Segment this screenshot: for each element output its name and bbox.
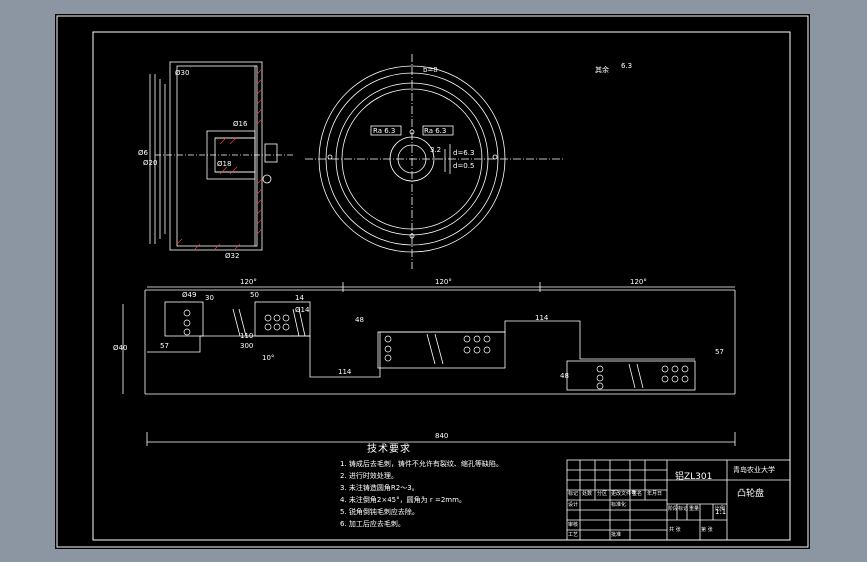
layout-dim-4: 14 [295, 294, 304, 302]
section-dim-1: Ø6 [138, 149, 148, 157]
section-dim-2: Ø20 [143, 159, 158, 167]
layout-dim-10: 114 [338, 368, 352, 376]
layout-view [122, 282, 736, 446]
top-dim-3: d=6.3 [453, 149, 475, 157]
layout-dim-9: Ø40 [113, 344, 128, 352]
angle-2: 120° [435, 278, 452, 286]
requirement-6: 6. 加工后应去毛刺。 [340, 520, 405, 528]
inner-frame [92, 31, 791, 541]
requirement-4: 4. 未注倒角2×45°，圆角为 r =2mm。 [340, 496, 466, 504]
section-dim-3: Ø16 [233, 120, 248, 128]
top-dim-4: d=0.5 [453, 162, 475, 170]
tb-row1-c1: 标记 [568, 491, 579, 497]
layout-holes [183, 309, 689, 390]
tb-row1-c2: 处数 [582, 491, 593, 497]
scale-value: 1:1 [715, 508, 727, 516]
layout-dim-13: 48 [560, 372, 569, 380]
material-label: 铝ZL301 [675, 472, 713, 482]
tb-row4-c1: 工艺 [568, 532, 579, 538]
top-dim-1: b=8 [423, 66, 438, 74]
tb-row1-c6: 年月日 [647, 491, 663, 497]
requirement-3: 3. 未注铸造圆角R2～3。 [340, 484, 419, 492]
layout-dim-6: 110 [240, 332, 254, 340]
section-dim-6: Ø30 [175, 69, 190, 77]
section-dim-4: Ø18 [217, 160, 232, 168]
layout-dim-14: 57 [715, 348, 724, 356]
requirement-5: 5. 锐角倒钝毛刺应去除。 [340, 508, 419, 516]
top-view [305, 54, 565, 269]
surface-symbol: 6.3 [621, 62, 633, 70]
tb-row3-c1: 审核 [568, 522, 579, 528]
layout-dim-11: 48 [355, 316, 364, 324]
tb-row1-c4: 更改文件号 [611, 491, 637, 497]
tb-row1-c3: 分区 [597, 491, 608, 497]
tb-row1-c5: 签名 [632, 491, 643, 497]
tb-scale-label: 比例 [715, 506, 726, 512]
section-dim-5: Ø32 [225, 252, 240, 260]
tb-row4-c2: 批准 [611, 532, 622, 538]
layout-dim-12: 114 [535, 314, 549, 322]
tb-sheet-total: 共 张 [669, 527, 681, 533]
top-ra-1: Ra 6.3 [373, 127, 396, 135]
tb-row2-c2: 标准化 [611, 502, 627, 508]
school-name: 青岛农业大学 [733, 466, 775, 474]
part-name: 凸轮盘 [737, 489, 765, 499]
tb-sheet-no: 第 张 [701, 527, 713, 533]
tb-stage: 阶段标记 [668, 506, 689, 512]
top-ra-2: Ra 6.3 [424, 127, 447, 135]
section-hatching [176, 68, 263, 250]
layout-dim-15: 840 [435, 432, 449, 440]
tb-weight: 重量 [689, 506, 700, 512]
angle-1: 120° [240, 278, 257, 286]
angle-4: 10° [262, 354, 275, 362]
surface-note: 其余 [595, 66, 609, 74]
angle-3: 120° [630, 278, 647, 286]
layout-dim-5: Ø14 [295, 306, 310, 314]
layout-dim-2: 30 [205, 294, 214, 302]
layout-dim-7: 300 [240, 342, 254, 350]
cad-viewport[interactable]: b=8 Ra 6.3 Ra 6.3 3.2 d=6.3 d=0.5 其余 6.3… [55, 14, 810, 549]
top-dim-2: 3.2 [430, 146, 442, 154]
layout-dim-1: Ø49 [182, 291, 197, 299]
requirement-1: 1. 铸成后去毛刺，铸件不允许有裂纹、缩孔等缺陷。 [340, 460, 503, 468]
requirement-2: 2. 进行时效处理。 [340, 472, 398, 480]
tb-row2-c1: 设计 [568, 502, 579, 508]
layout-dim-8: 57 [160, 342, 169, 350]
requirements-title: 技术要求 [367, 444, 411, 455]
section-view [149, 61, 295, 251]
outer-frame [56, 15, 809, 548]
layout-dim-3: 50 [250, 291, 259, 299]
cad-drawing [56, 15, 809, 548]
title-block [566, 459, 791, 541]
